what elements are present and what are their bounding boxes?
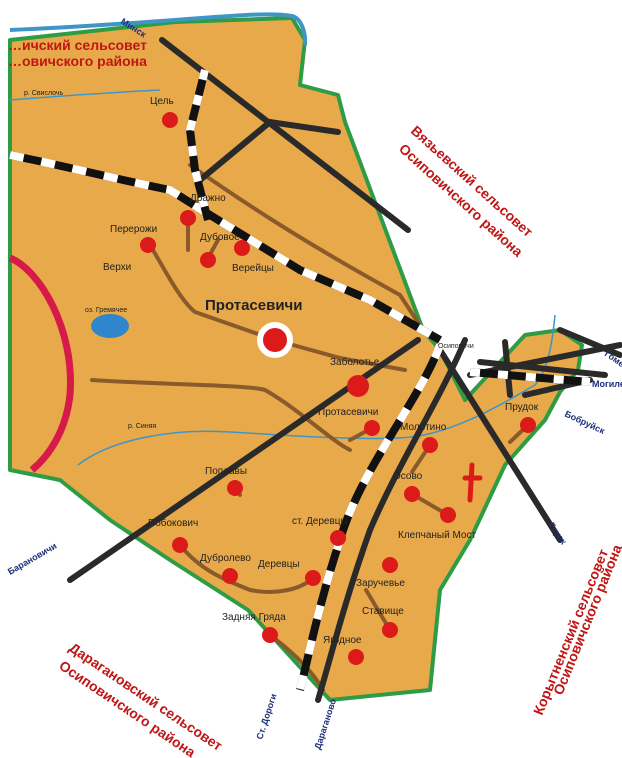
council-label-top-right: Осиповичского района: [396, 140, 526, 260]
direction-label-daraganovo: Дараганово: [312, 697, 338, 751]
village-label: ст. Деревцы: [292, 516, 348, 527]
direction-label-glusk: Глуск: [546, 520, 569, 546]
village-marker[interactable]: [227, 480, 243, 496]
village-marker[interactable]: [440, 507, 456, 523]
village-label: Верейцы: [232, 263, 274, 274]
village-marker[interactable]: [348, 649, 364, 665]
village-label: Дубовое: [200, 231, 240, 243]
council-label-top-right: Вязьевский сельсовет: [408, 122, 536, 240]
council-label-bottom-left: Дараганoвский сельсовет: [66, 639, 225, 754]
village-marker[interactable]: [200, 252, 216, 268]
village-label: Молотино: [400, 422, 447, 433]
village-marker[interactable]: [404, 486, 420, 502]
river-svisloch: [9, 89, 161, 101]
village-label: Перерожи: [110, 224, 157, 235]
village-label: Прудок: [505, 402, 539, 413]
village-label: Верхи: [103, 262, 131, 273]
village-label: Деревцы: [258, 559, 300, 570]
village-marker[interactable]: [364, 420, 380, 436]
village-label: Ставище: [362, 606, 404, 617]
village-marker[interactable]: [162, 112, 178, 128]
village-label: Поплавы: [205, 466, 247, 477]
village-label: Протасевичи: [318, 407, 378, 418]
territory-area: [8, 16, 584, 702]
village-marker[interactable]: [382, 557, 398, 573]
village-marker[interactable]: [234, 240, 250, 256]
village-marker[interactable]: [347, 375, 369, 397]
lake: [91, 314, 129, 338]
village-marker[interactable]: [520, 417, 536, 433]
village-marker[interactable]: [172, 537, 188, 553]
village-marker[interactable]: [330, 530, 346, 546]
river-sinya: [77, 314, 556, 466]
village-marker[interactable]: [140, 237, 156, 253]
lake-label: оз. Гремячее: [85, 307, 127, 314]
village-label: Дражно: [190, 193, 226, 204]
village-label: Ягодное: [323, 635, 362, 646]
cross-icon: [462, 462, 483, 503]
direction-label-bobruisk: Бобруйск: [563, 409, 607, 436]
village-label: Заручевье: [356, 578, 405, 589]
village-label: Цель: [150, 96, 174, 107]
village-marker[interactable]: [180, 210, 196, 226]
council-label-bottom-right: Осиповичского района: [550, 542, 622, 697]
village-marker[interactable]: [305, 570, 321, 586]
station-label: Осиповичи: [438, 343, 474, 350]
council-label-top-left: …овичского района: [8, 53, 147, 69]
river-label-svisloch: р. Свислочь: [24, 90, 64, 97]
center-label: Протасевичи: [205, 297, 302, 314]
village-marker[interactable]: [222, 568, 238, 584]
village-marker[interactable]: [382, 622, 398, 638]
direction-label-baranovichi: Барановичи: [6, 541, 58, 577]
village-label: Клепчаный Мост: [398, 530, 476, 541]
district-border-left: [8, 254, 74, 473]
river-svisloch-border: [9, 12, 308, 46]
center-village-inner[interactable]: [263, 328, 287, 352]
direction-label-st-dorogi: Ст. Дороги: [254, 692, 278, 740]
direction-label-mogilev: Могилев: [592, 379, 622, 389]
river-label-sinya: р. Синяя: [128, 423, 156, 430]
village-marker[interactable]: [422, 437, 438, 453]
village-label: Осово: [393, 471, 423, 482]
council-label-top-left: …ичский сельсовет: [8, 37, 147, 53]
settlements: [140, 112, 536, 665]
village-label: Дубролево: [200, 552, 251, 564]
village-label: Заболотье: [330, 356, 380, 368]
village-label: Побокович: [148, 517, 198, 529]
village-label: Задняя Гряда: [222, 612, 286, 623]
village-marker[interactable]: [262, 627, 278, 643]
